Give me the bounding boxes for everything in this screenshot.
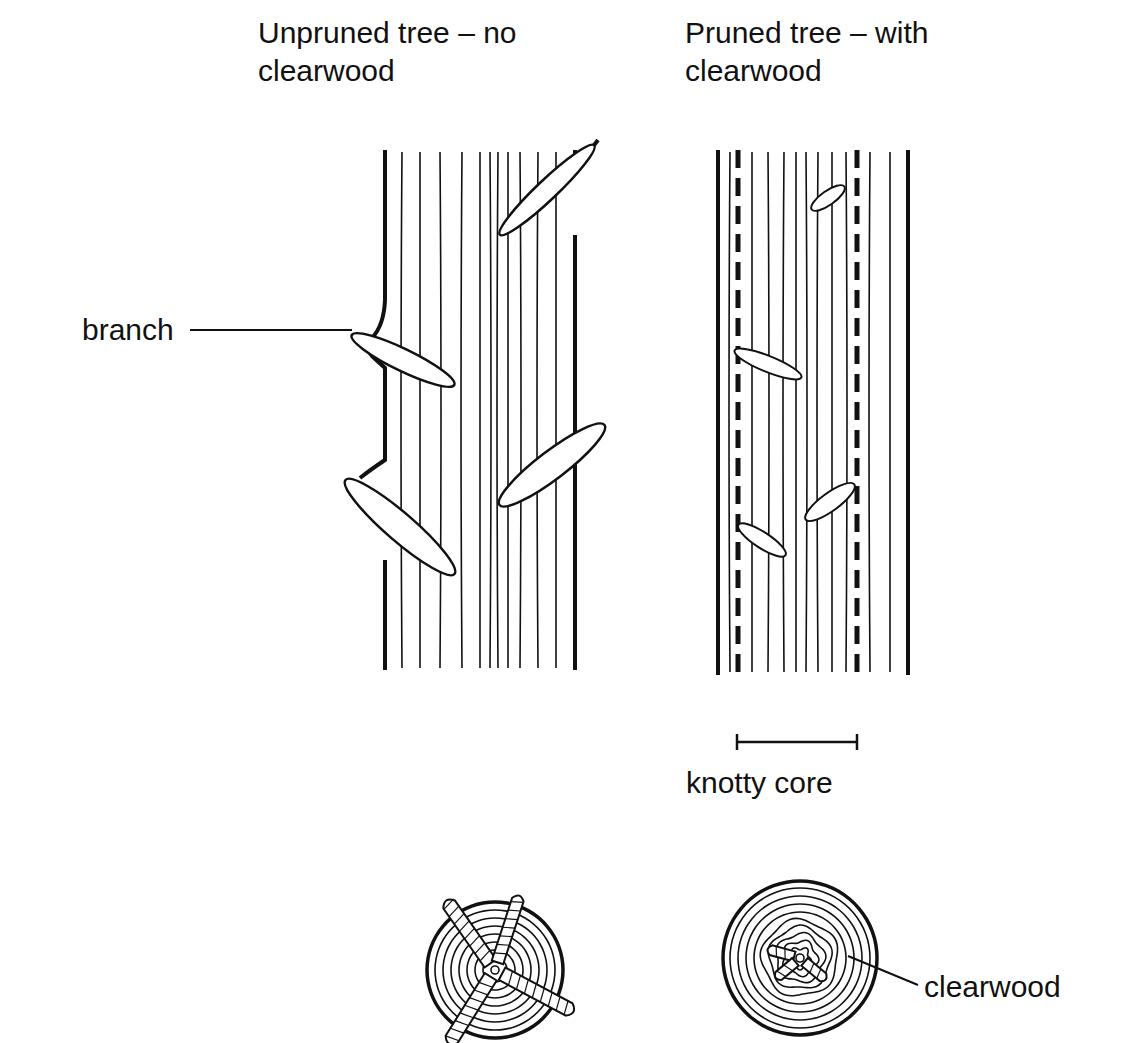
part-label: clearwood <box>924 968 1104 1006</box>
grain-line <box>401 152 402 668</box>
grain-line <box>440 152 441 668</box>
grain-line <box>889 152 891 672</box>
growth-ring <box>443 918 547 1022</box>
growth-ring <box>754 912 846 1004</box>
trunk-outline <box>360 150 385 670</box>
core-boundary <box>738 150 857 675</box>
grain-line <box>520 152 521 668</box>
grain-line <box>555 152 557 668</box>
branch-shape <box>336 138 613 585</box>
part-label: knotty core <box>686 764 876 802</box>
knot-section <box>441 896 497 967</box>
trunk-outline <box>718 150 908 675</box>
grain-line <box>479 152 481 668</box>
dimension-bar <box>737 734 857 750</box>
cross-section <box>427 894 577 1043</box>
growth-ring <box>730 888 870 1028</box>
grain-line <box>869 152 870 672</box>
growth-ring <box>746 904 854 1012</box>
wood-grain <box>401 152 890 672</box>
knot-shape <box>732 181 860 562</box>
grain-line <box>831 152 833 672</box>
knot-section <box>443 973 497 1043</box>
pith <box>796 954 804 962</box>
grain-line <box>497 152 498 668</box>
grain-line <box>537 152 538 668</box>
panel-heading: Unpruned tree – no clearwood <box>258 14 528 90</box>
grain-line <box>806 152 807 672</box>
growth-ring <box>427 902 563 1038</box>
leader-line <box>190 329 352 331</box>
growth-ring <box>738 896 862 1020</box>
grain-line <box>461 152 462 668</box>
grain-line <box>490 152 491 668</box>
grain-line <box>751 152 753 672</box>
grain-line <box>817 152 818 672</box>
growth-ring <box>435 910 555 1030</box>
grain-line <box>846 152 847 672</box>
grain-line <box>768 152 769 672</box>
pith <box>491 966 499 974</box>
grain-line <box>783 152 784 672</box>
grain-line <box>419 152 421 668</box>
knot-section <box>499 968 577 1018</box>
trunk-outline <box>575 140 598 670</box>
growth-ring <box>760 918 837 995</box>
knot-section <box>801 958 828 983</box>
part-label: branch <box>82 311 192 349</box>
knot-section <box>773 958 799 982</box>
grain-line <box>729 152 730 672</box>
knot-section <box>492 894 525 964</box>
grain-line <box>795 152 797 672</box>
panel-heading: Pruned tree – with clearwood <box>685 14 935 90</box>
leader-line <box>848 956 918 985</box>
